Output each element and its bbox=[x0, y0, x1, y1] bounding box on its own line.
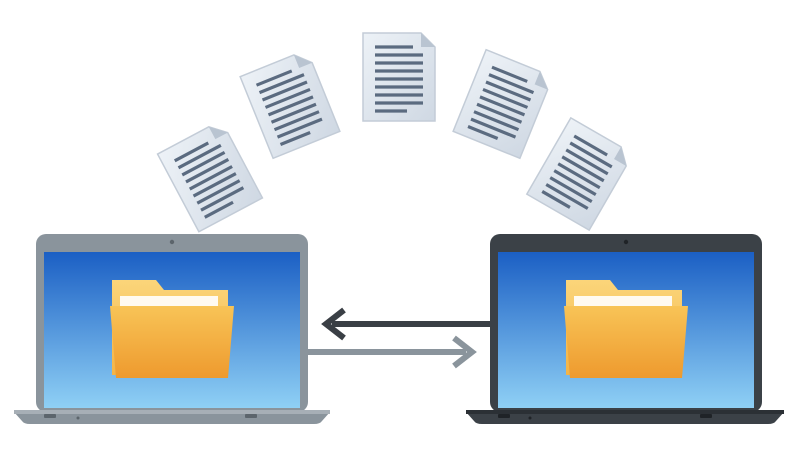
document-icon bbox=[155, 118, 265, 234]
arrow-right-icon bbox=[308, 335, 477, 369]
laptop-icon bbox=[14, 234, 330, 424]
document-icon bbox=[238, 48, 342, 160]
folder-icon bbox=[564, 280, 688, 378]
laptop-icon bbox=[466, 234, 784, 424]
arrow-left-icon bbox=[321, 307, 490, 341]
document-icon bbox=[451, 48, 555, 160]
document-icon bbox=[361, 31, 437, 123]
folder-icon bbox=[110, 280, 234, 378]
document-icon bbox=[525, 116, 635, 232]
